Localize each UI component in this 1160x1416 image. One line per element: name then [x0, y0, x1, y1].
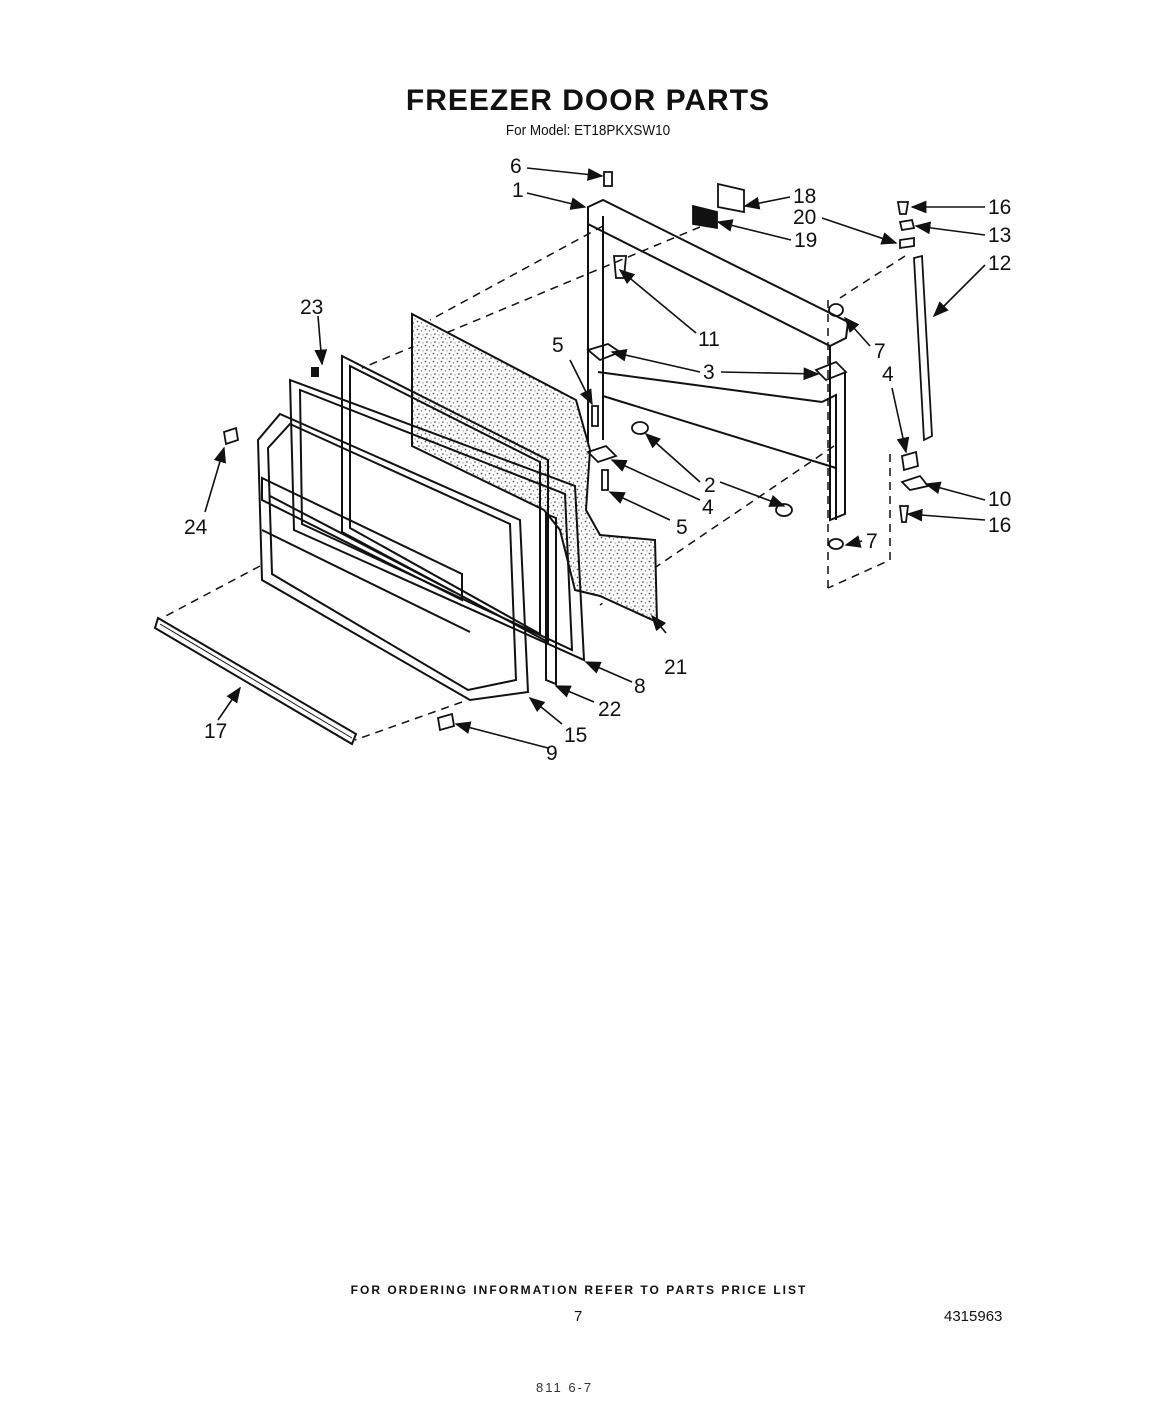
callout-18: 18 [793, 185, 816, 208]
callout-21: 21 [664, 656, 687, 679]
callout-7a: 7 [874, 340, 886, 363]
gasket-frame-part [288, 378, 586, 662]
inner-door-panel-part [256, 412, 530, 702]
callout-12: 12 [988, 252, 1011, 275]
callout-11: 11 [698, 328, 720, 351]
door-shelf-bar-part [153, 616, 358, 746]
callout-24: 24 [184, 516, 208, 539]
callout-4a: 4 [882, 363, 894, 386]
print-stamp: 811 6-7 [536, 1380, 594, 1395]
callout-22: 22 [598, 698, 621, 721]
leader-lines [204, 167, 986, 749]
callout-23: 23 [300, 296, 323, 319]
callout-5b: 5 [676, 516, 688, 539]
callout-labels: 6 1 18 19 20 16 13 12 23 11 5 3 7 4 2 4 … [184, 155, 1011, 765]
foam-insulation-part [411, 312, 659, 624]
callout-3: 3 [703, 361, 715, 384]
callout-20: 20 [793, 206, 816, 229]
callout-8: 8 [634, 675, 646, 698]
breaker-strip-part [545, 512, 557, 686]
callout-6: 6 [510, 155, 522, 178]
callout-7b: 7 [866, 530, 878, 553]
callout-16a: 16 [988, 196, 1011, 219]
callout-16b: 16 [988, 514, 1011, 537]
alignment-lines [161, 225, 906, 741]
door-liner-part [341, 354, 549, 644]
callout-9: 9 [546, 742, 558, 765]
page-number: 7 [574, 1308, 583, 1325]
callout-10: 10 [988, 488, 1011, 511]
callout-5a: 5 [552, 334, 564, 357]
callout-1: 1 [512, 179, 524, 202]
callout-17: 17 [204, 720, 227, 743]
door-frame-part [587, 198, 850, 522]
callout-15: 15 [564, 724, 587, 747]
model-label: For Model: ET18PKXSW10 [505, 122, 671, 139]
callout-2: 2 [704, 474, 716, 497]
ordering-note: FOR ORDERING INFORMATION REFER TO PARTS … [350, 1283, 808, 1297]
callout-13: 13 [988, 224, 1011, 247]
callout-19: 19 [794, 229, 817, 252]
document-number: 4315963 [944, 1308, 1003, 1325]
callout-4b: 4 [702, 496, 714, 519]
page-title: FREEZER DOOR PARTS [405, 84, 771, 117]
